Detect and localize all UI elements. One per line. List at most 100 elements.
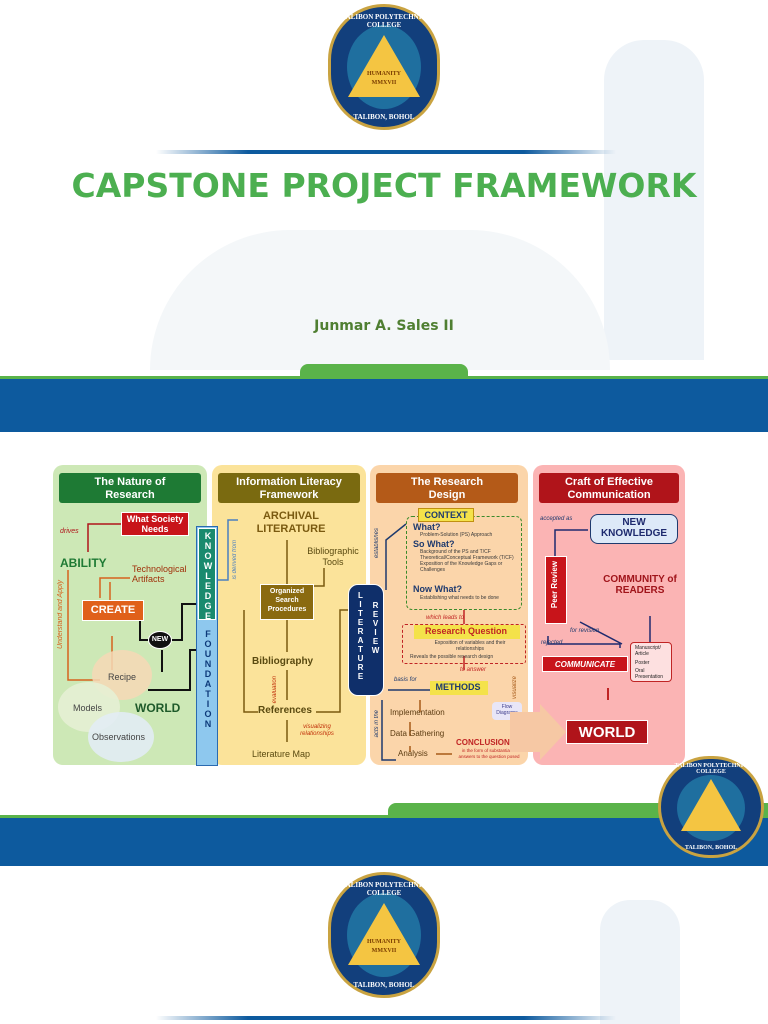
what-heading: What? [413, 522, 441, 532]
seal-motto: HUMANITY [367, 939, 401, 945]
college-seal-small: TALIBON POLYTECHNIC COLLEGE TALIBON, BOH… [658, 756, 764, 858]
what-society-needs-box: What Society Needs [121, 512, 189, 536]
literature-label: LITERATURE [356, 591, 365, 681]
recipe-label: Recipe [108, 672, 137, 682]
new-badge: NEW [148, 631, 172, 649]
manuscript-label: Manuscript/ Article [635, 645, 661, 657]
mid-green-line [0, 815, 768, 818]
seal-ring-text: TALIBON POLYTECHNIC COLLEGE [341, 13, 427, 29]
organized-search-label: Organized Search Procedures [267, 588, 307, 613]
knowledge-label: KNOWLEDGE [203, 531, 213, 621]
bibliography-label: Bibliography [252, 656, 314, 667]
footer-green-line [0, 376, 768, 379]
research-question-badge: Research Question [414, 625, 520, 639]
page-title: CAPSTONE PROJECT FRAMEWORK [71, 166, 697, 205]
footer-green-tab [300, 364, 468, 378]
seal-year: MMXVII [371, 80, 397, 86]
bottom-rule [156, 1016, 616, 1020]
seal-location: TALIBON, BOHOL [684, 845, 738, 851]
accepted-as-label: accepted as [540, 516, 573, 522]
watermark-building [604, 40, 704, 360]
what-society-needs-label: What Society Needs [126, 514, 184, 534]
context-label: CONTEXT [424, 510, 468, 520]
organized-search-box: Organized Search Procedures [260, 584, 314, 620]
seal-location: TALIBON, BOHOL [353, 981, 415, 989]
visualizing-label: visualizing relationships [300, 724, 334, 737]
panel-heading: Information Literacy Framework [218, 473, 360, 503]
world-label: WORLD [135, 701, 181, 715]
knowledge-box: KNOWLEDGE [198, 528, 216, 621]
create-label: CREATE [90, 604, 136, 616]
leads-to-label: which leads to [426, 615, 465, 621]
watermark-building [150, 230, 610, 370]
community-label: COMMUNITY of READERS [603, 574, 677, 596]
peer-review-label: Peer Review [550, 561, 559, 609]
communicate-box: COMMUNICATE [542, 656, 628, 672]
new-label: NEW [151, 636, 169, 643]
drives-label: drives [60, 528, 79, 535]
top-rule [156, 150, 616, 154]
observations-circle [88, 712, 154, 762]
seal-ring-text: TALIBON POLYTECHNIC COLLEGE [674, 763, 748, 775]
references-label: References [258, 705, 312, 716]
analysis-label: Analysis [398, 749, 428, 758]
new-knowledge-box: NEW KNOWLEDGE [590, 514, 678, 544]
poster-label: Poster [635, 660, 650, 666]
literature-review-pillar: LITERATURE REVIEW [348, 584, 384, 696]
create-box: CREATE [82, 600, 144, 621]
rejected-label: rejected [541, 640, 563, 646]
so-what-heading: So What? [413, 539, 455, 549]
research-question-box [402, 624, 526, 664]
ability-label: ABILITY [60, 556, 107, 570]
review-label: REVIEW [371, 601, 380, 655]
archival-label: ARCHIVAL LITERATURE [256, 510, 326, 535]
communicate-label: COMMUNICATE [554, 660, 616, 669]
rq-desc: Exposition of variables and their relati… [434, 640, 506, 652]
to-answer-label: to answer [460, 667, 487, 673]
knowledge-foundation-pillar: KNOWLEDGE FOUNDATION [196, 526, 218, 766]
framework-diagram: The Nature of Research Information Liter… [53, 465, 685, 766]
footer-blue-band [0, 379, 768, 432]
implementation-label: Implementation [390, 708, 445, 717]
seal-ring-text: TALIBON POLYTECHNIC COLLEGE [341, 881, 427, 897]
flow-diagrams-label: Flow Diagrams [496, 704, 518, 716]
slide-1: TALIBON POLYTECHNIC COLLEGE HUMANITY MMX… [0, 0, 768, 435]
world-arrow [510, 704, 566, 760]
conclusions-label: CONCLUSIONS [456, 738, 516, 747]
new-knowledge-label: NEW KNOWLEDGE [600, 517, 668, 539]
seal-location: TALIBON, BOHOL [353, 113, 415, 121]
world-box: WORLD [566, 720, 648, 744]
college-seal-bottom: TALIBON POLYTECHNIC COLLEGE HUMANITY MMX… [328, 872, 440, 998]
data-gathering-label: Data Gathering [390, 729, 445, 738]
now-what-heading: Now What? [413, 584, 462, 594]
panel-heading: The Research Design [376, 473, 518, 503]
basis-for-label: basis for [394, 677, 417, 683]
lit-map-label: Literature Map [252, 749, 311, 759]
methods-label: METHODS [435, 682, 481, 692]
models-label: Models [73, 703, 103, 713]
college-seal: TALIBON POLYTECHNIC COLLEGE HUMANITY MMX… [328, 4, 440, 130]
observations-label: Observations [92, 732, 146, 742]
research-question-label: Research Question [424, 626, 508, 636]
now-what-desc: Establishing what needs to be done [420, 595, 499, 601]
so-what-desc: Background of the PS and T/CF Theoretica… [420, 549, 514, 573]
seal-year: MMXVII [371, 948, 397, 954]
panel-heading: Craft of Effective Communication [539, 473, 679, 503]
what-desc: Problem-Solution (PS) Approach [420, 532, 493, 538]
for-revision-label: for revision [570, 628, 600, 634]
rq-desc-2: Reveals the possible research design [410, 654, 494, 660]
panel-heading: The Nature of Research [59, 473, 201, 503]
conclusions-desc: in the form of substantiated answers to … [458, 748, 520, 759]
methods-box: METHODS [430, 681, 488, 695]
author-name: Junmar A. Sales II [314, 318, 454, 334]
world-box-label: WORLD [578, 724, 636, 741]
outputs-box: Manuscript/ Article Poster Oral Presenta… [630, 642, 672, 682]
mid-blue-band [0, 818, 768, 866]
watermark-building [600, 900, 680, 1024]
foundation-label: FOUNDATION [203, 629, 213, 729]
peer-review-box: Peer Review [545, 556, 567, 624]
seal-motto: HUMANITY [367, 71, 401, 77]
bib-tools-label: Bibliographic Tools [307, 546, 359, 567]
tech-artifacts-label: Technological Artifacts [132, 564, 187, 584]
oral-label: Oral Presentation [635, 668, 664, 680]
